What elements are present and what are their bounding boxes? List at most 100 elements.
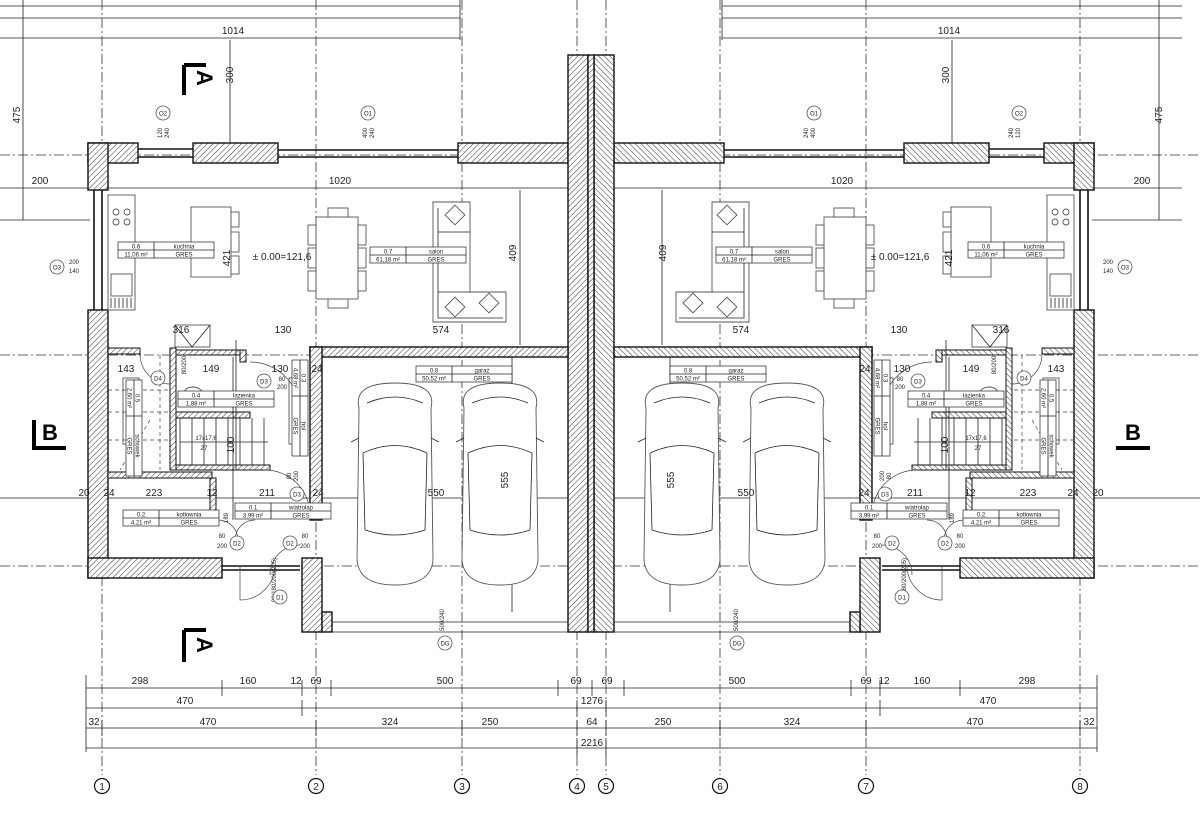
opening-tag: D2: [937, 535, 953, 551]
room-name: kotłownia: [1016, 513, 1042, 519]
opening-id: O2: [159, 112, 168, 118]
door-size: 90/180/200(205): [272, 558, 278, 602]
bottom-dimension: 324: [784, 717, 801, 728]
dimension-kitchen: 421: [944, 249, 955, 266]
stair-count: 27: [201, 446, 208, 452]
room-number: 0.7: [384, 250, 393, 256]
bottom-dimension: 500: [729, 676, 746, 687]
opening-tag: D4: [150, 370, 166, 386]
dimension: 211: [907, 488, 923, 499]
room-floor: GRES: [1020, 521, 1037, 527]
section-marker: B: [1116, 420, 1150, 450]
axis-marker: 6: [711, 777, 729, 795]
bottom-dimension: 32: [88, 717, 100, 728]
bottom-dimension: 298: [1019, 676, 1036, 687]
section-marker: A: [182, 63, 217, 95]
bottom-dimension: 470: [967, 717, 984, 728]
door-width: 80: [957, 534, 964, 540]
room-number: 0.4: [192, 394, 201, 400]
opening-tag: O3: [49, 259, 65, 275]
window-height: 240: [370, 127, 376, 138]
room-name: łazienka: [963, 394, 986, 400]
room-area: 4,21 m²: [971, 521, 991, 527]
door-height: 200: [872, 544, 883, 550]
stair-count: 27: [975, 446, 982, 452]
opening-tag: O2: [155, 105, 171, 121]
opening-tag: D3: [256, 373, 272, 389]
opening-tag: O1: [360, 105, 376, 121]
room-number: 0.8: [684, 369, 693, 375]
room-number: 0.2: [137, 513, 146, 519]
room-floor: GRES: [1025, 253, 1042, 259]
door-size: 500/240: [734, 609, 740, 631]
axis-marker: 3: [453, 777, 471, 795]
dimension: 100: [940, 436, 951, 453]
dimension-garage-depth: 555: [666, 471, 677, 488]
room-area: 61,18 m²: [722, 258, 746, 264]
dimension: 130: [891, 325, 908, 336]
window-width: 400: [811, 127, 817, 138]
car-icon: [350, 382, 440, 586]
dimension: 223: [1020, 488, 1037, 499]
party-wall-joint: [587, 54, 595, 633]
bottom-dimension: 64: [586, 717, 598, 728]
car-icon: [637, 382, 727, 586]
dimension-overall: 1014: [222, 26, 245, 37]
dimension: 24: [103, 488, 115, 499]
opening-tag: D1: [894, 589, 910, 605]
room-name: garaż: [728, 369, 743, 375]
dimension: 223: [146, 488, 163, 499]
room-name: hol: [882, 422, 888, 430]
dimension-side: 200: [32, 176, 49, 187]
window-width: 120: [1016, 127, 1022, 138]
level-mark: ± 0.00=121,6: [253, 252, 312, 263]
bottom-dimension: 2216: [581, 738, 604, 749]
opening-id: D3: [914, 380, 922, 386]
opening-id: D2: [941, 542, 949, 548]
door-width: 80: [302, 534, 309, 540]
room-name: wiatrołap: [904, 506, 930, 512]
section-marker: A: [182, 628, 217, 662]
door-height: 200: [955, 544, 966, 550]
opening-id: D2: [888, 542, 896, 548]
dimension: 189: [950, 512, 956, 523]
room-number: 0.1: [249, 506, 258, 512]
cars: [350, 382, 832, 586]
room-floor: GRES: [292, 417, 298, 434]
opening-id: D2: [233, 542, 241, 548]
dimension: 574: [433, 325, 450, 336]
room-floor: GRES: [965, 402, 982, 408]
axis-marker: 1: [93, 777, 111, 795]
room-area: 2,60 m²: [1040, 388, 1046, 408]
room-number: 0.3: [300, 374, 306, 383]
hob-icon: [112, 208, 131, 226]
room-name: schowek: [134, 434, 140, 458]
room-number: 0.8: [430, 369, 439, 375]
opening-tag: D1: [272, 589, 288, 605]
section-label: B: [1125, 420, 1141, 445]
opening-tag: D2: [282, 535, 298, 551]
level-mark: ± 0.00=121,6: [871, 252, 930, 263]
dimension: 143: [1048, 364, 1065, 375]
dimension-inner: 1020: [329, 176, 352, 187]
opening-id: O1: [810, 112, 819, 118]
axis-label: 1: [99, 782, 105, 793]
dimension-offset: 300: [225, 66, 236, 83]
opening-id: O2: [1015, 112, 1024, 118]
opening-tag: D3: [910, 373, 926, 389]
axis-label: 4: [574, 782, 580, 793]
window-width: 400: [363, 127, 369, 138]
dimension: 20: [78, 488, 90, 499]
bottom-dimension: 160: [914, 676, 931, 687]
car-icon: [742, 382, 832, 586]
opening-id: DG: [441, 642, 450, 648]
dimension-living-depth: 409: [658, 244, 669, 261]
room-area: 1,88 m²: [186, 402, 206, 408]
